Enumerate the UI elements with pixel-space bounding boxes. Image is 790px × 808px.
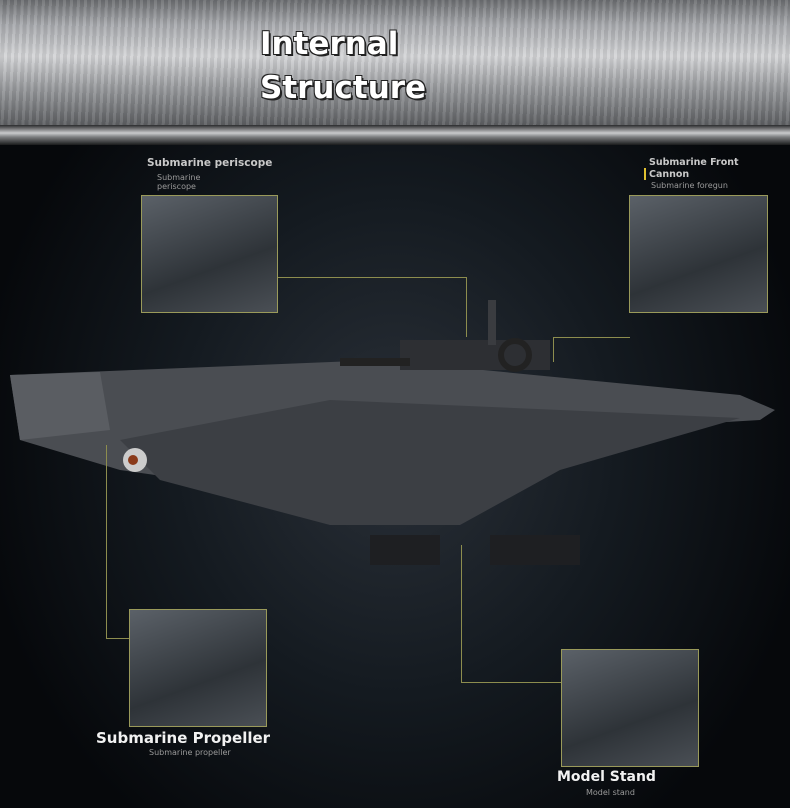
stern	[10, 372, 110, 440]
stand-left	[370, 535, 440, 565]
title-line: Structure	[260, 70, 427, 106]
periscope-label: Submarine periscope	[147, 157, 273, 169]
stand-label: Model Stand	[557, 769, 656, 785]
stand-sublabel: Model stand	[586, 788, 635, 797]
cannon-ring	[498, 338, 532, 372]
title-line: Internal	[260, 26, 399, 62]
label-line: Submarine Front	[649, 157, 739, 168]
periscope-sublabel: Submarine periscope	[157, 173, 201, 191]
propeller-label: Submarine Propeller	[96, 729, 271, 747]
front-cannon-detail-image	[629, 195, 768, 313]
banner-stripe	[0, 125, 790, 145]
propeller-detail-image	[129, 609, 267, 727]
hull-lower	[120, 400, 740, 525]
accent-marker	[644, 168, 646, 180]
gun-barrel	[340, 358, 410, 366]
periscope-mast	[488, 300, 496, 345]
stand-right	[490, 535, 580, 565]
stand-detail-image	[561, 649, 699, 767]
front-cannon-sublabel: Submarine foregun	[651, 181, 728, 190]
label-line: Cannon	[649, 169, 690, 180]
propeller-sublabel: Submarine propeller	[149, 748, 231, 757]
periscope-detail-image	[141, 195, 278, 313]
metal-banner	[0, 0, 790, 125]
